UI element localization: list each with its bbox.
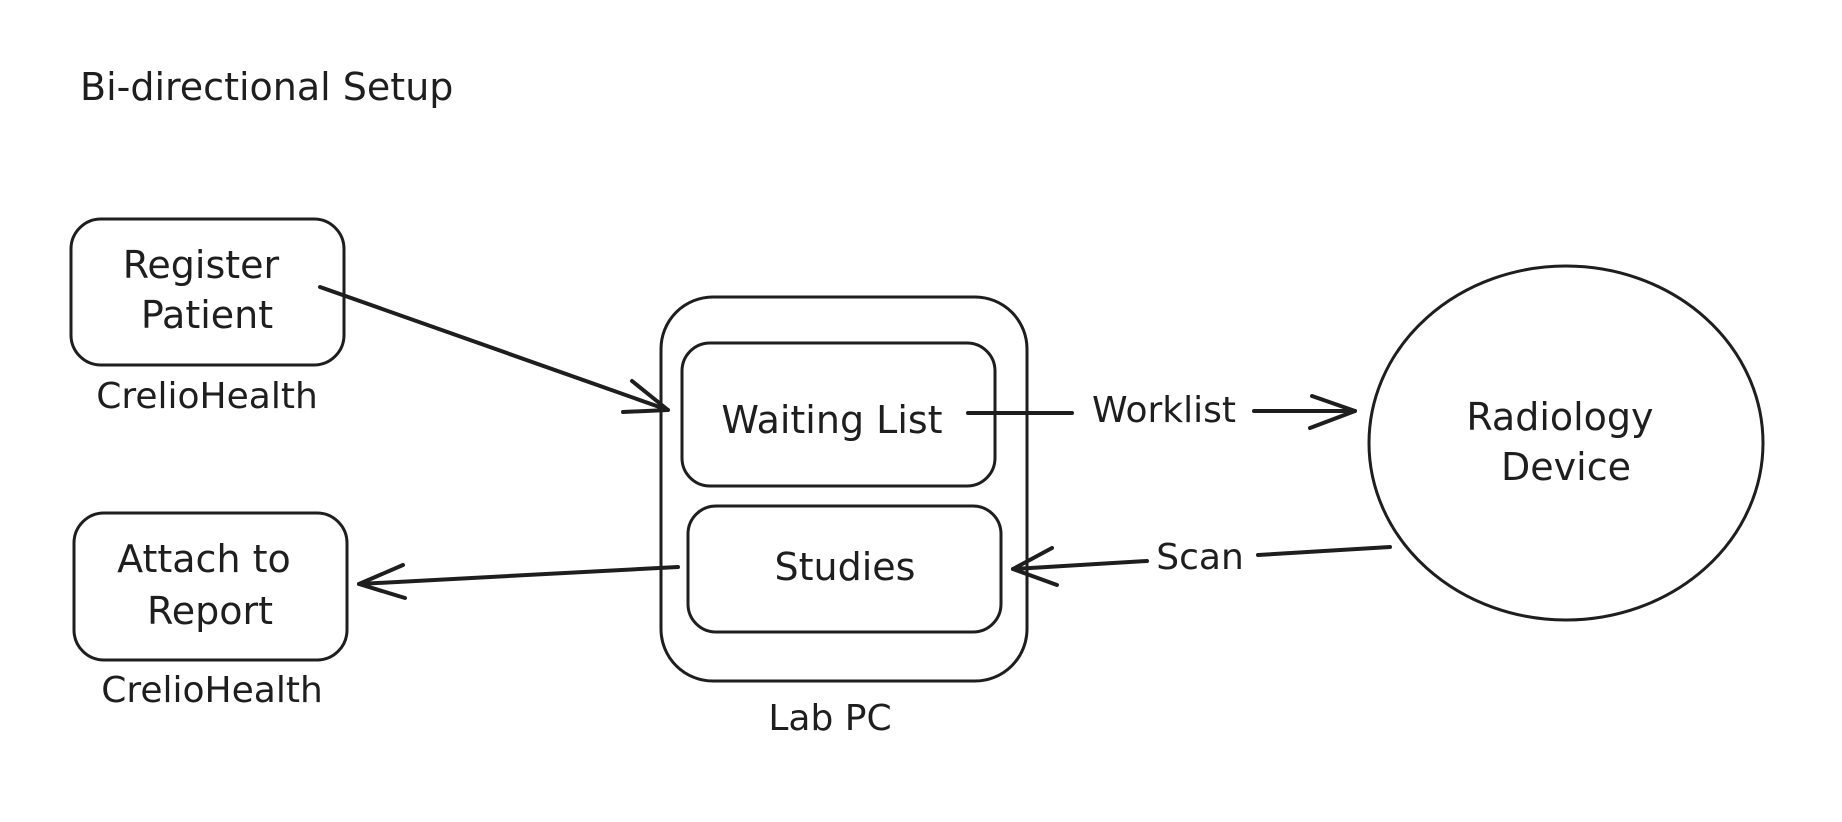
radiology-device-node[interactable]: Radiology Device: [1367, 264, 1765, 622]
edge-label-worklist: Worklist: [1092, 390, 1236, 431]
studies-label: Studies: [775, 545, 916, 589]
arrow-scan-line-left: [1011, 559, 1149, 571]
diagram-title: Bi-directional Setup: [80, 65, 453, 109]
radiology-device-label: Radiology Device: [1466, 395, 1665, 489]
lab-pc-caption: Lab PC: [768, 698, 891, 739]
attach-to-report-label-line-1: Attach to: [117, 537, 291, 581]
attach-to-report-label: Attach to Report: [117, 537, 303, 633]
arrow-register-to-waiting-list-line: [318, 285, 670, 412]
arrow-register-to-waiting-list: [318, 285, 670, 414]
register-patient-label-line-1: Register: [123, 243, 280, 287]
edge-label-scan: Scan: [1156, 537, 1244, 578]
arrow-scan-head: [1011, 546, 1059, 587]
register-patient-label: Register Patient: [123, 243, 292, 337]
register-patient-node[interactable]: Register Patient: [69, 217, 346, 367]
arrow-studies-to-attach-line: [357, 565, 680, 586]
attach-to-report-node[interactable]: Attach to Report: [72, 511, 349, 662]
register-patient-box: [69, 217, 346, 367]
arrow-scan-line-right: [1256, 545, 1392, 557]
waiting-list-label: Waiting List: [721, 398, 942, 442]
arrow-studies-to-attach-head: [357, 563, 407, 600]
lab-pc-box: [659, 295, 1029, 683]
radiology-device-label-line-2: Device: [1501, 445, 1631, 489]
arrow-worklist-head: [1308, 394, 1357, 430]
register-patient-caption: CrelioHealth: [96, 376, 318, 417]
arrow-register-to-waiting-list-head: [621, 379, 670, 414]
studies-node[interactable]: Studies: [686, 504, 1003, 634]
radiology-device-label-line-1: Radiology: [1466, 395, 1653, 439]
register-patient-label-line-2: Patient: [141, 293, 273, 337]
studies-box: [686, 504, 1003, 634]
arrow-worklist: [966, 394, 1357, 430]
arrow-studies-to-attach: [357, 563, 680, 600]
arrow-scan: [1011, 545, 1392, 587]
radiology-device-circle: [1367, 264, 1765, 622]
attach-to-report-box: [72, 511, 349, 662]
attach-to-report-label-line-2: Report: [147, 589, 273, 633]
lab-pc-container[interactable]: Waiting List Studies: [659, 295, 1029, 683]
attach-to-report-caption: CrelioHealth: [101, 670, 323, 711]
waiting-list-node[interactable]: Waiting List: [680, 341, 997, 488]
